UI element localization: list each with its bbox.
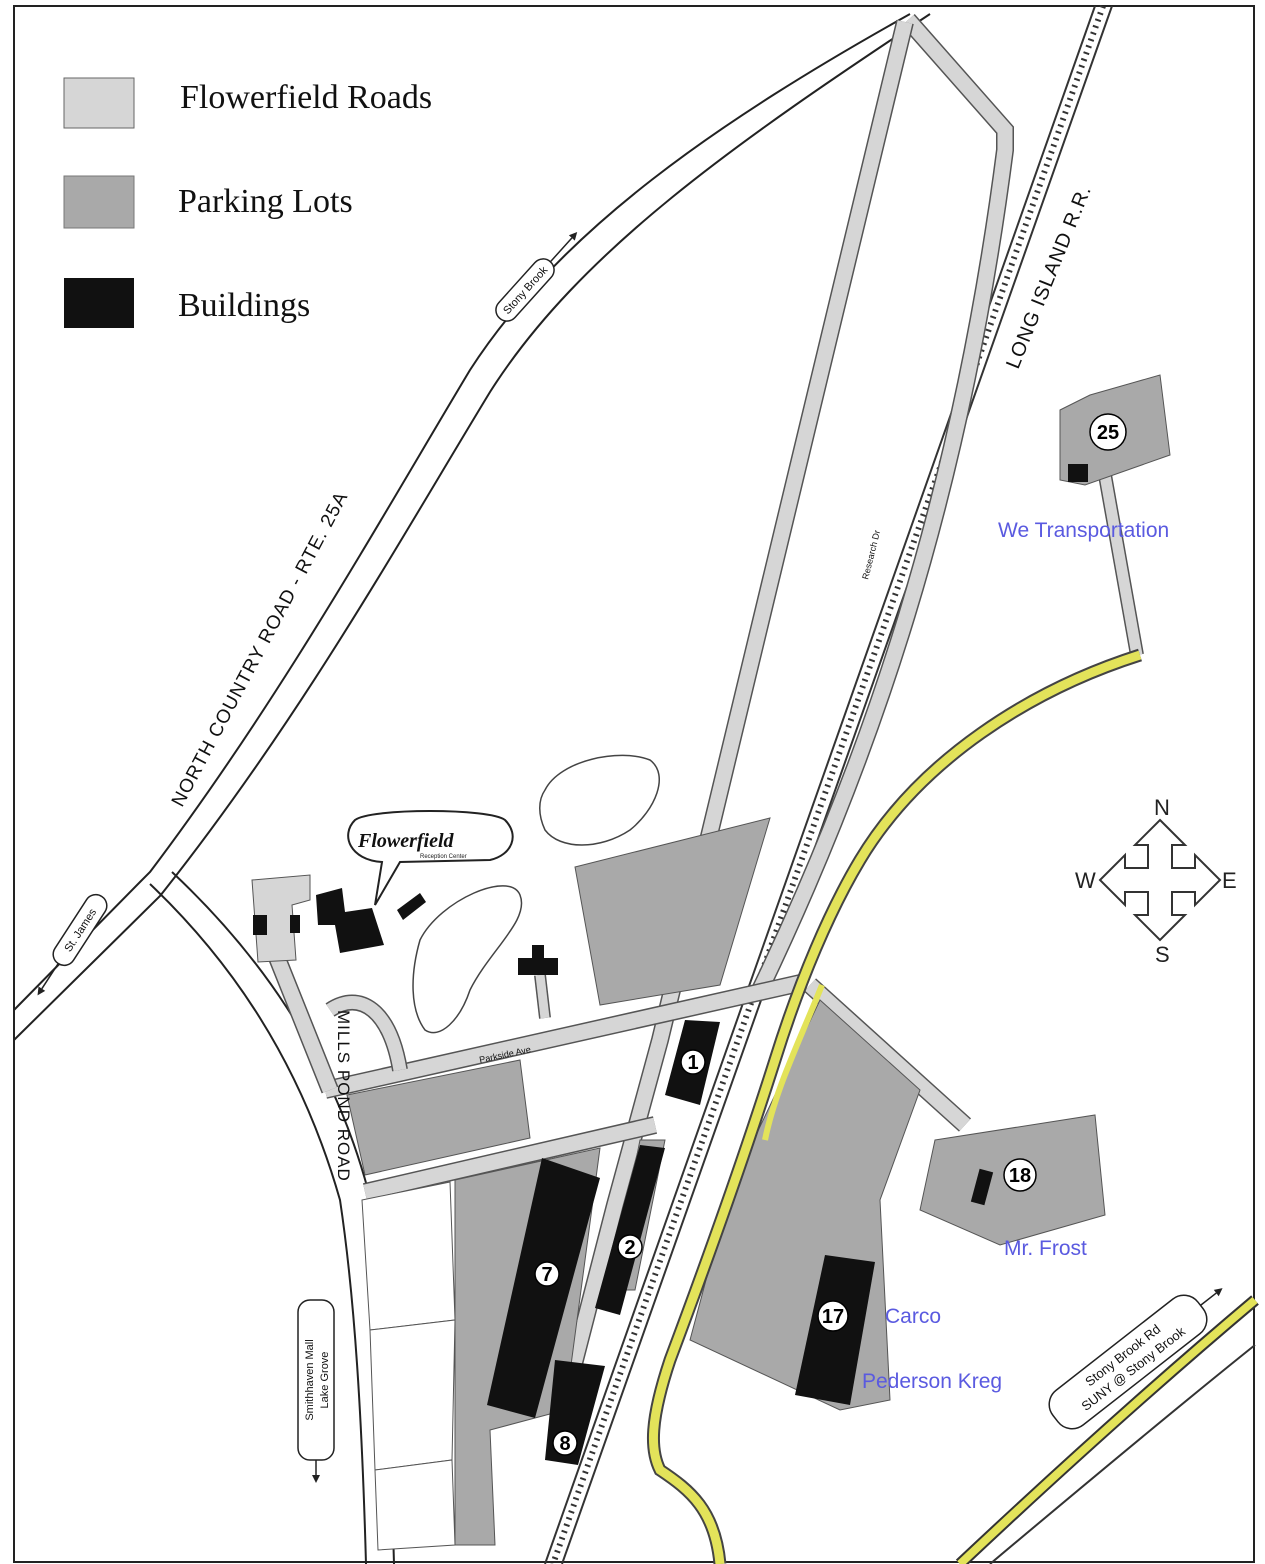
building-reception-c: [290, 915, 300, 933]
reception-road-block: [251, 874, 311, 963]
lot-white-spaces: [361, 1181, 456, 1551]
buildings: [253, 464, 1088, 1465]
building-reception-b: [253, 915, 267, 935]
compass-w: W: [1075, 868, 1096, 893]
sign-smithhaven-line1: Smithhaven Mall: [304, 1339, 316, 1420]
oval-tracks: [412, 754, 660, 1034]
marker-17[interactable]: 17: [817, 1300, 849, 1332]
parking-lot-west: [346, 1059, 531, 1176]
marker-2-label: 2: [624, 1237, 635, 1259]
marker-18[interactable]: 18: [1003, 1158, 1037, 1192]
marker-8-label: 8: [559, 1433, 570, 1455]
legend-swatch-roads: [63, 77, 135, 129]
building-small-t: [518, 945, 558, 975]
parking-lot-north: [574, 817, 771, 1006]
mills-pond-road-label: MILLS POND ROAD: [334, 1010, 353, 1182]
compass-s: S: [1155, 942, 1170, 967]
sign-smithhaven-line2: Lake Grove: [319, 1352, 331, 1409]
marker-25-label: 25: [1097, 422, 1119, 444]
building-2: [595, 1145, 665, 1315]
legend: Flowerfield Roads Parking Lots Buildings: [63, 77, 432, 328]
logo-text: Flowerfield: [357, 830, 455, 852]
marker-8[interactable]: 8: [552, 1430, 578, 1456]
compass-n: N: [1154, 795, 1170, 820]
marker-18-label: 18: [1009, 1165, 1031, 1187]
building-reception-d: [397, 893, 426, 920]
compass-rose: N S E W: [1075, 795, 1237, 967]
building-25: [1068, 464, 1088, 482]
compass-arrow-icon: [1098, 818, 1222, 942]
railroad-tracks: [544, 5, 1113, 1564]
legend-label-parking: Parking Lots: [178, 183, 353, 220]
marker-1-label: 1: [687, 1052, 698, 1074]
legend-label-buildings: Buildings: [178, 287, 310, 324]
marker-7[interactable]: 7: [534, 1261, 560, 1287]
flowerfield-logo: Flowerfield Reception Center: [347, 810, 514, 906]
tenant-pederson-kreg: Pederson Kreg: [862, 1370, 1002, 1393]
marker-25[interactable]: 25: [1089, 413, 1127, 451]
flowerfield-roads: [261, 14, 1144, 1423]
stony-brook-road: [955, 1295, 1259, 1564]
legend-label-roads: Flowerfield Roads: [180, 79, 432, 116]
tenant-carco: Carco: [885, 1305, 941, 1328]
building-markers: 1 2 7 8 17 18 25: [534, 413, 1127, 1456]
legend-swatch-buildings: [64, 278, 134, 328]
building-7: [487, 1158, 600, 1418]
building-reception-a: [316, 888, 384, 953]
marker-1[interactable]: 1: [680, 1049, 706, 1075]
tenant-we-transportation: We Transportation: [998, 519, 1169, 542]
marker-7-label: 7: [541, 1264, 552, 1286]
compass-e: E: [1222, 868, 1237, 893]
marker-17-label: 17: [822, 1306, 844, 1328]
highlighted-route: [647, 648, 1142, 1564]
legend-swatch-parking: [63, 175, 135, 229]
logo-subtext: Reception Center: [420, 854, 467, 860]
building-18: [970, 1168, 994, 1206]
sign-smithhaven: Smithhaven Mall Lake Grove: [297, 1299, 335, 1483]
tenant-mr-frost: Mr. Frost: [1004, 1237, 1087, 1260]
marker-2[interactable]: 2: [617, 1234, 643, 1260]
map-frame: [13, 5, 1255, 1563]
